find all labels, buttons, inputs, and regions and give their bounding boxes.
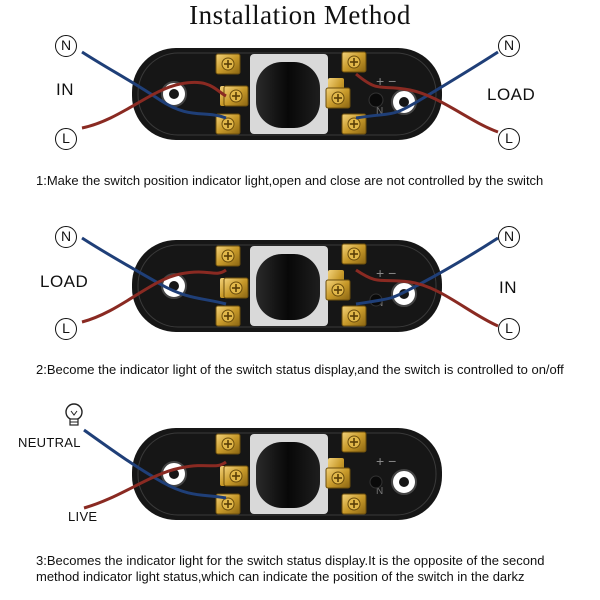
live-label: LIVE (68, 509, 98, 524)
terminal-n-left-1: N (55, 35, 77, 57)
terminal-l-right-1: L (498, 128, 520, 150)
switch-2 (132, 240, 442, 332)
terminal-l-right-2: L (498, 318, 520, 340)
terminal-n-right-2: N (498, 226, 520, 248)
diagram-2-caption: 2:Become the indicator light of the swit… (36, 362, 564, 377)
diagram-2-right-label: IN (499, 278, 517, 297)
terminal-n-left-2: N (55, 226, 77, 248)
page-title: Installation Method (189, 0, 411, 30)
switch-3 (132, 428, 442, 520)
diagram-1-right-label: LOAD (487, 85, 536, 104)
diagram-2-left-label: LOAD (40, 272, 89, 291)
switch-1 (132, 48, 442, 140)
terminal-l-left-2: L (55, 318, 77, 340)
terminal-n-right-1: N (498, 35, 520, 57)
diagram-3-caption: 3:Becomes the indicator light for the sw… (36, 553, 545, 584)
light-bulb-icon (65, 403, 83, 426)
terminal-l-left-1: L (55, 128, 77, 150)
neutral-label: NEUTRAL (18, 435, 81, 450)
diagram-1-caption: 1:Make the switch position indicator lig… (36, 173, 544, 188)
diagram-1-left-label: IN (56, 80, 74, 99)
